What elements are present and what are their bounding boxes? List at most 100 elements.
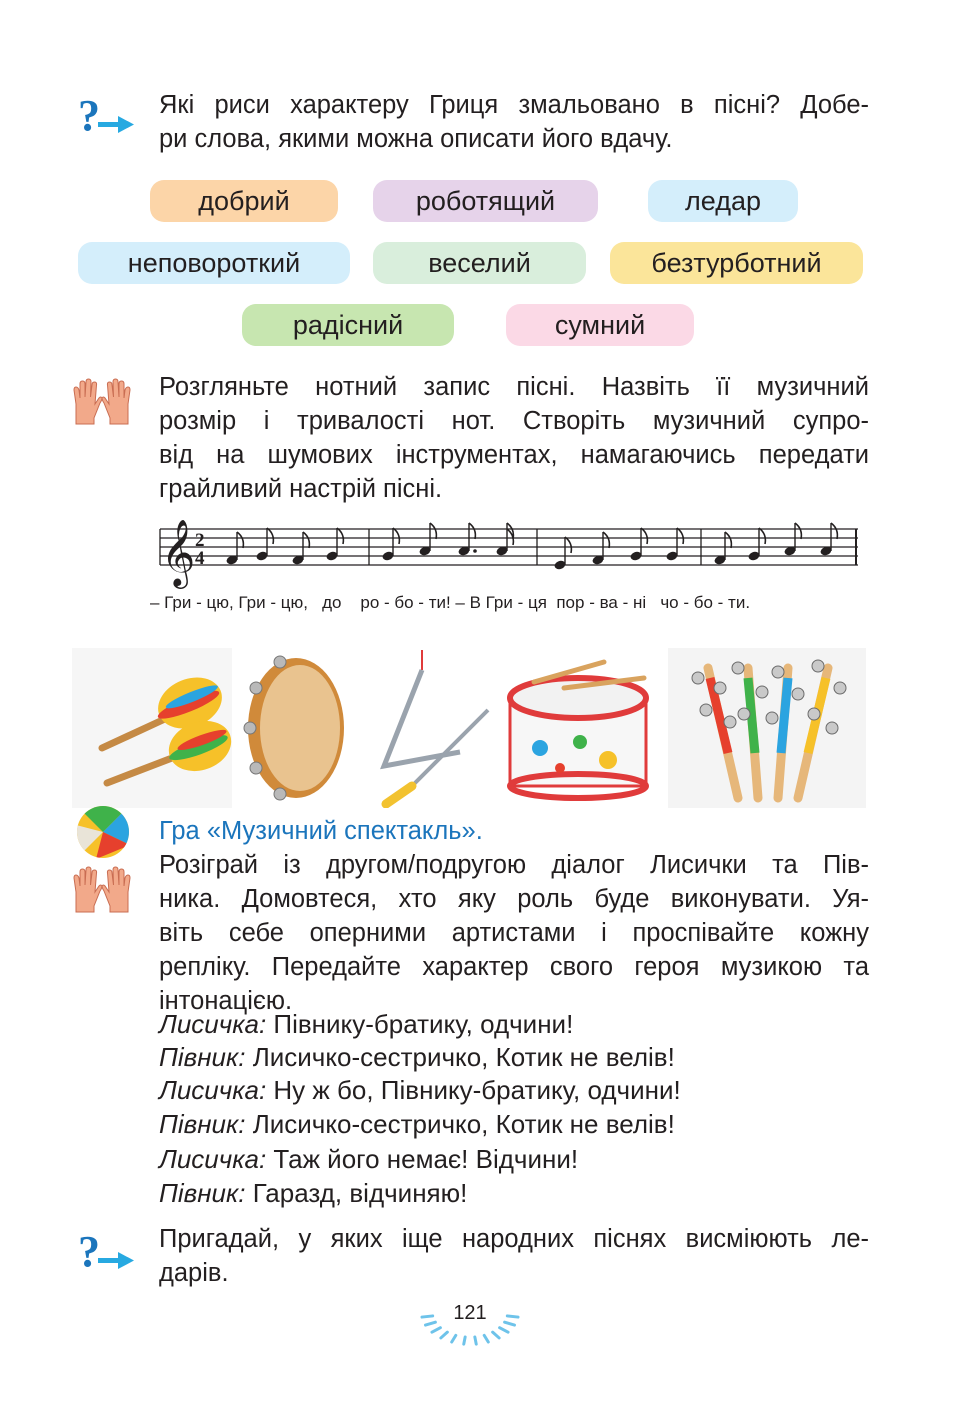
note-flag — [830, 522, 839, 540]
word-chip: ледар — [648, 180, 798, 222]
sun-ray — [462, 1335, 467, 1346]
game-title: Гра «Музичний спектакль». — [159, 817, 483, 845]
note-flag — [392, 527, 401, 545]
time-signature-bottom: 4 — [195, 548, 205, 569]
triangle-image — [372, 648, 496, 808]
music-staff: 𝄞 2 4 — [150, 508, 860, 598]
svg-text:?: ? — [78, 1228, 100, 1276]
hands-icon — [73, 378, 131, 425]
tambourine-image — [240, 648, 352, 808]
task3-text: Пригадай, у яких іще народних піснях вис… — [159, 1222, 869, 1290]
sun-ray — [439, 1330, 449, 1340]
sun-ray — [482, 1333, 490, 1344]
task3-line: дарів. — [159, 1259, 229, 1287]
treble-clef-icon: 𝄞 — [161, 518, 195, 589]
dialog-text: Лисичко-сестричко, Котик не велів! — [245, 1109, 675, 1139]
hands-icon — [73, 866, 131, 913]
task1-line: ри слова, якими можна описати його вдачу… — [159, 125, 673, 153]
page-number-badge: 121 — [420, 1302, 520, 1346]
note-flag — [724, 531, 733, 549]
sun-ray — [424, 1320, 437, 1327]
game-line: віть себе оперними артистами і проспівай… — [159, 919, 869, 947]
note-head — [419, 546, 431, 556]
sun-ray — [505, 1314, 520, 1319]
question-arrow-icon: ? — [78, 1228, 134, 1276]
word-chip: добрий — [150, 180, 338, 222]
note-head — [820, 546, 832, 556]
sun-ray — [450, 1333, 458, 1344]
note-head — [292, 555, 304, 565]
game-text: Розіграй із другом/подругою діалог Лисич… — [159, 848, 869, 1018]
sun-ray — [473, 1335, 478, 1346]
task2-text: Розгляньте нотний запис пісні. Назвіть ї… — [159, 370, 869, 506]
task2-line: від на шумових інструментах, намагаючись… — [159, 441, 869, 469]
word-chip: веселий — [373, 242, 586, 284]
note-flag — [302, 531, 311, 549]
dialog-line: Півник: Гаразд, відчиняю! — [159, 1176, 467, 1210]
word-chip: роботящий — [373, 180, 598, 222]
note-head — [714, 555, 726, 565]
game-line: репліку. Передайте характер свого героя … — [159, 953, 869, 981]
note-flag — [429, 522, 438, 540]
task2-line: Розгляньте нотний запис пісні. Назвіть ї… — [159, 373, 869, 401]
note-dot — [473, 549, 477, 553]
sun-ray — [420, 1314, 435, 1319]
song-lyrics: – Гри - цю, Гри - цю, до ро - бо - ти! –… — [150, 593, 751, 612]
note-head — [496, 546, 508, 556]
note-head — [256, 551, 268, 561]
note-head — [326, 551, 338, 561]
sun-ray — [498, 1326, 510, 1334]
game-line: ника. Домовтеся, хто яку роль буде викон… — [159, 885, 869, 913]
dialog-line: Лисичка: Ну ж бо, Півнику-братику, одчин… — [159, 1073, 681, 1107]
ball-icon — [77, 806, 129, 858]
dialog-line: Лисичка: Таж його немає! Відчини! — [159, 1142, 578, 1176]
page-number: 121 — [453, 1302, 486, 1324]
note-head — [784, 546, 796, 556]
note-head — [630, 551, 642, 561]
task2-line: розмір і тривалості нот. Створіть музичн… — [159, 407, 869, 435]
dialog-text: Лисичко-сестричко, Котик не велів! — [245, 1042, 675, 1072]
game-line: інтонацією. — [159, 987, 293, 1015]
dialog-role: Півник: — [159, 1178, 246, 1208]
note-flag — [676, 527, 685, 545]
svg-text:?: ? — [78, 92, 100, 140]
question-arrow-icon: ? — [78, 92, 134, 140]
jingle-sticks-image — [668, 648, 866, 808]
sun-ray — [491, 1330, 501, 1340]
note-head — [458, 546, 470, 556]
word-chip: сумний — [506, 304, 694, 346]
task1-line: Які риси характеру Гриця змальовано в пі… — [159, 91, 869, 119]
dialog-line: Лисичка: Півнику-братику, одчини! — [159, 1007, 573, 1041]
note-head — [666, 551, 678, 561]
maracas-image — [72, 648, 232, 808]
dialog-role: Півник: — [159, 1109, 246, 1139]
word-chip: радісний — [242, 304, 454, 346]
dialog-role: Лисичка: — [159, 1075, 267, 1105]
note-flag — [336, 527, 345, 545]
note-head — [382, 551, 394, 561]
task2-line: грайливий настрій пісні. — [159, 475, 443, 503]
dialog-role: Лисичка: — [159, 1144, 267, 1174]
note-head — [554, 560, 566, 570]
note-flag — [794, 522, 803, 540]
word-chip: неповороткий — [78, 242, 350, 284]
note-flag — [602, 531, 611, 549]
note-head — [226, 555, 238, 565]
dialog-text: Таж його немає! Відчини! — [266, 1144, 579, 1174]
note-flag — [758, 527, 767, 545]
note-head — [748, 551, 760, 561]
time-signature-top: 2 — [195, 530, 205, 551]
note-flag — [506, 528, 515, 546]
task3-line: Пригадай, у яких іще народних піснях вис… — [159, 1225, 869, 1253]
task1-text: Які риси характеру Гриця змальовано в пі… — [159, 88, 869, 156]
dialog-text: Гаразд, відчиняю! — [245, 1178, 468, 1208]
game-line: Розіграй із другом/подругою діалог Лисич… — [159, 851, 869, 879]
dialog-text: Ну ж бо, Півнику-братику, одчини! — [266, 1075, 681, 1105]
dialog-line: Півник: Лисичко-сестричко, Котик не велі… — [159, 1040, 675, 1074]
dialog-role: Лисичка: — [159, 1009, 267, 1039]
note-flag — [266, 527, 275, 545]
dialog-line: Півник: Лисичко-сестричко, Котик не велі… — [159, 1107, 675, 1141]
note-flag — [564, 536, 573, 554]
note-flag — [236, 531, 245, 549]
drum-image — [504, 648, 652, 808]
